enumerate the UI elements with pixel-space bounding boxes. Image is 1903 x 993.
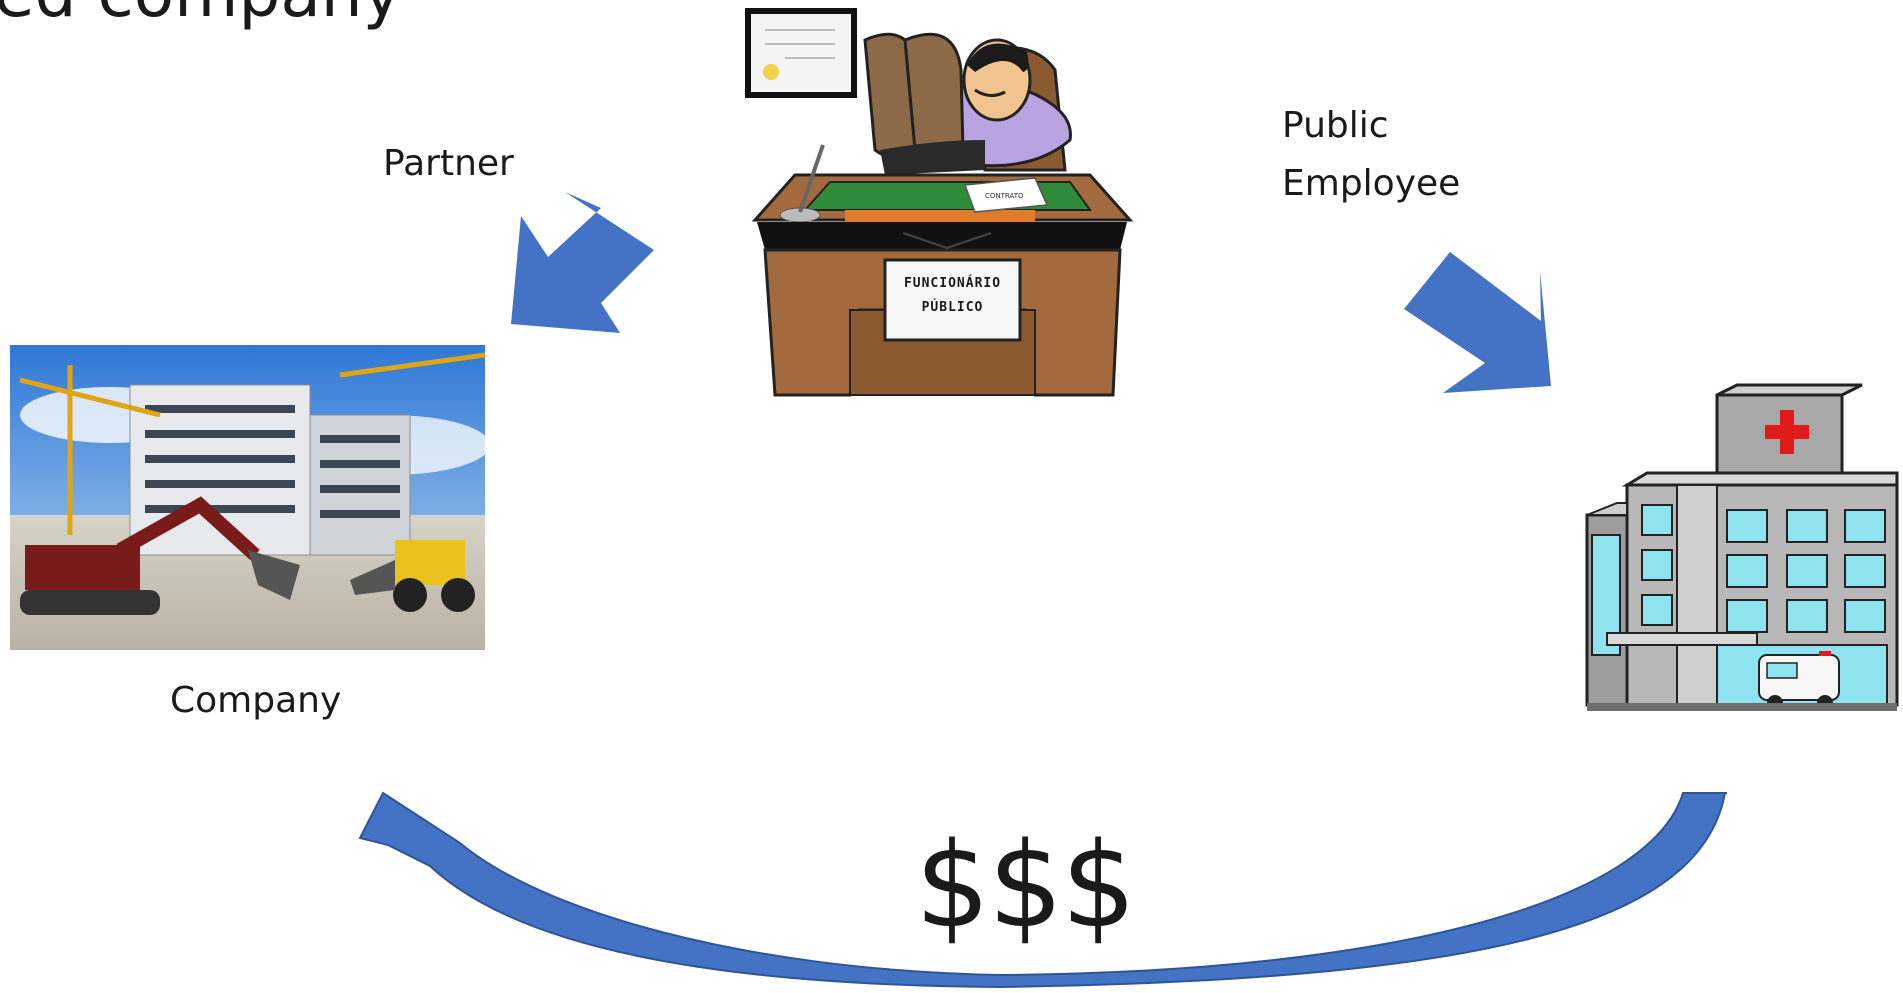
- company-label: Company: [170, 680, 342, 721]
- arrow-down-right: [1404, 252, 1551, 393]
- desk-sign: FUNCIONÁRIO PÚBLICO: [886, 272, 1019, 320]
- public-employee-label-line2: Employee: [1282, 163, 1461, 204]
- hospital-icon: [1585, 383, 1899, 711]
- slide-title: ed company: [0, 0, 402, 34]
- document-text: CONTRATO: [985, 192, 1024, 200]
- desk-sign-line2: PÚBLICO: [921, 300, 984, 315]
- arrow-down-left: [511, 192, 654, 333]
- partner-label: Partner: [383, 143, 514, 184]
- company-photo: [10, 345, 485, 650]
- official-at-desk-icon: CONTRATO: [745, 8, 1134, 397]
- construction-site-photo: [10, 345, 485, 650]
- money-label: $$$: [915, 816, 1136, 954]
- public-employee-label-line1: Public: [1282, 105, 1389, 146]
- desk-sign-line1: FUNCIONÁRIO: [903, 276, 1002, 291]
